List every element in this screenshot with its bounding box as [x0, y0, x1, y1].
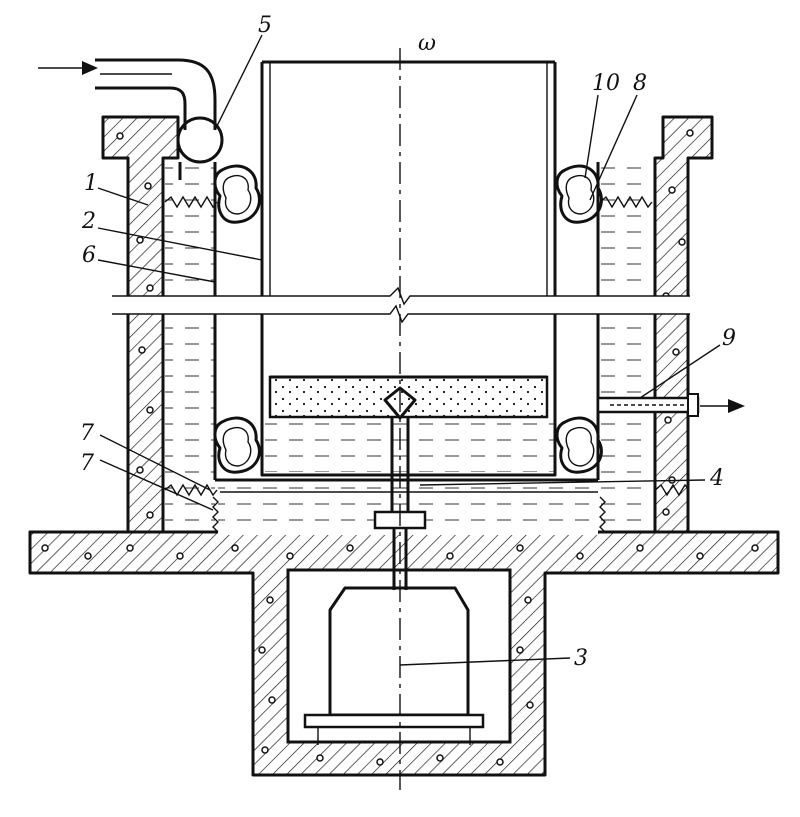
- label-4: 4: [709, 466, 724, 491]
- label-7-upper: 7: [80, 421, 94, 446]
- label-7-lower: 7: [80, 451, 94, 476]
- label-8: 8: [633, 71, 647, 96]
- drum: [262, 62, 555, 475]
- outlet-nozzle: [598, 394, 745, 416]
- label-5: 5: [258, 13, 272, 38]
- label-9: 9: [722, 326, 736, 351]
- label-3: 3: [574, 646, 588, 671]
- axis-omega-label: ω: [418, 31, 436, 56]
- label-6: 6: [82, 243, 96, 268]
- label-1: 1: [84, 171, 98, 196]
- label-2: 2: [81, 209, 96, 234]
- label-10: 10: [592, 71, 620, 96]
